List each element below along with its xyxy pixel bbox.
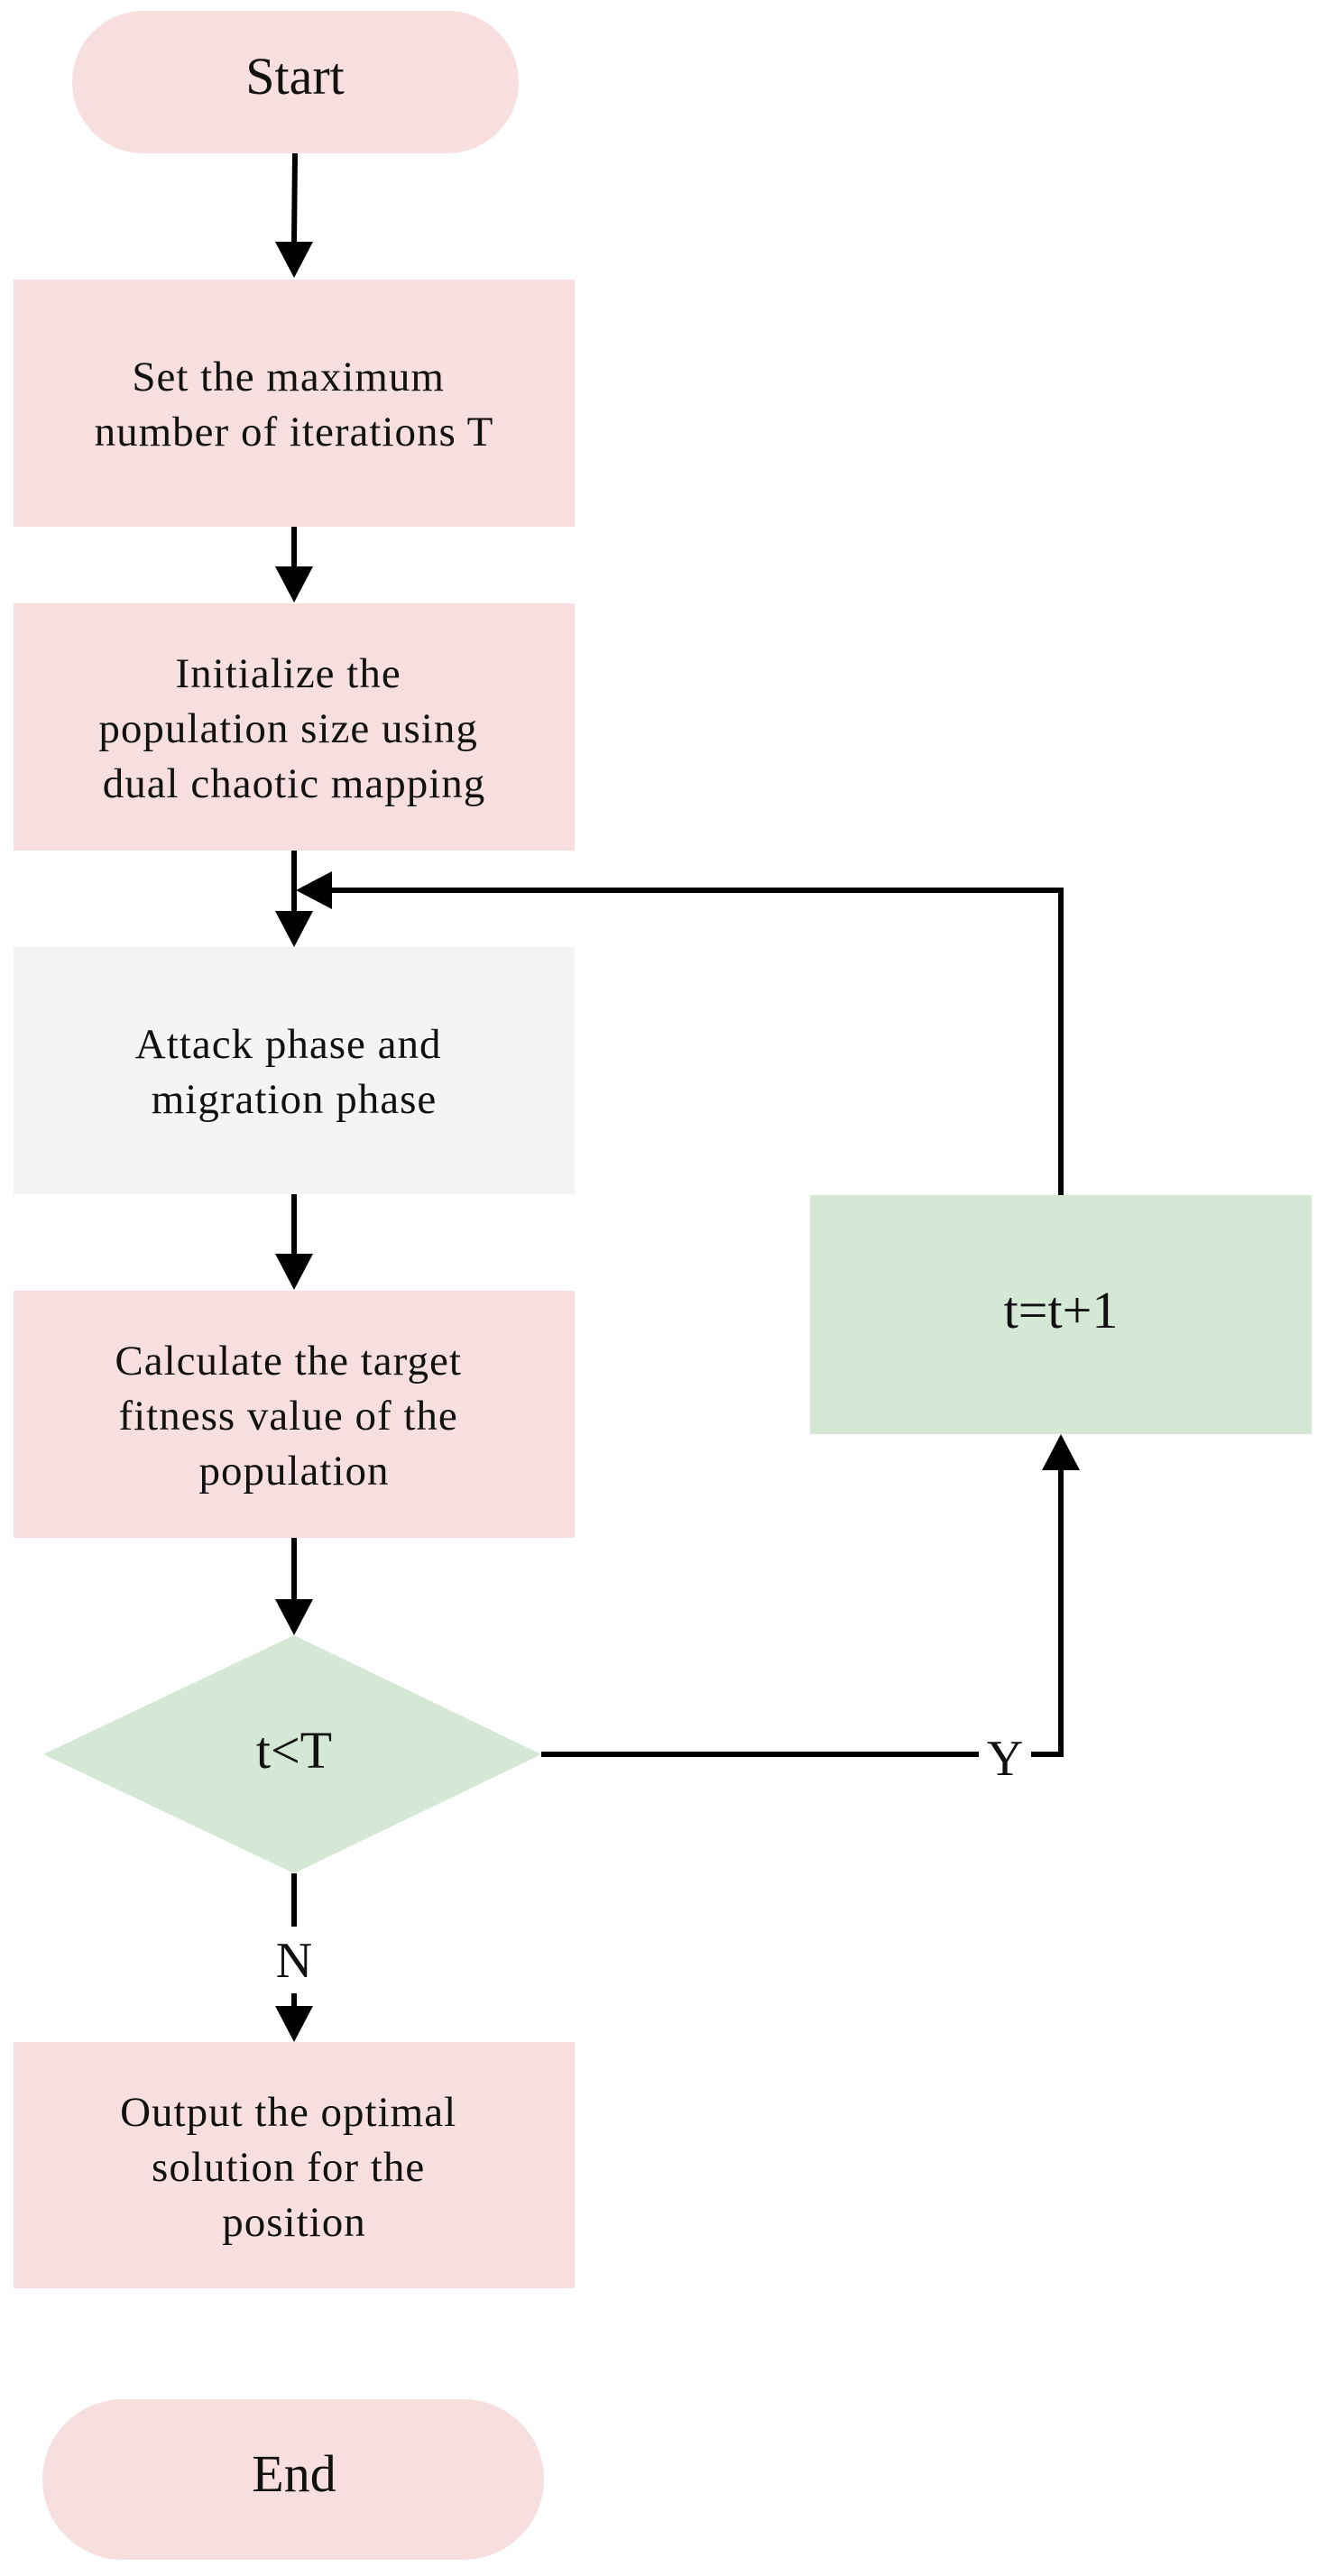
- node-calculate-fitness: Calculate the target fitness value of th…: [14, 1291, 575, 1538]
- arrowhead-decision-to-output: [275, 2006, 313, 2042]
- decision-diamond: [43, 1635, 541, 1873]
- no-label: N: [276, 1933, 312, 1989]
- end-label: End: [252, 2444, 336, 2503]
- node-initialize: Initialize the population size using dua…: [14, 603, 575, 851]
- increment-label: t=t+1: [1004, 1281, 1119, 1339]
- set-iterations-box: [14, 280, 575, 527]
- arrowhead-set-to-initialize: [275, 566, 313, 603]
- node-start: Start: [72, 11, 519, 153]
- arrowhead-attack-to-calculate: [275, 1254, 313, 1290]
- edge-start-to-set: [291, 152, 298, 243]
- calculate-fitness-label: Calculate the target fitness value of th…: [115, 1338, 473, 1495]
- start-label: Start: [245, 47, 345, 106]
- initialize-box: [14, 603, 575, 851]
- output-box: [14, 2042, 575, 2288]
- node-increment: t=t+1: [810, 1195, 1312, 1434]
- initialize-label: Initialize the population size using dua…: [98, 650, 489, 807]
- yes-label: Y: [987, 1731, 1023, 1787]
- node-output: Output the optimal solution for the posi…: [14, 2042, 575, 2288]
- node-decision: t<T: [43, 1635, 541, 1873]
- set-iterations-label: Set the maximum number of iterations T: [95, 354, 494, 455]
- arrowhead-initialize-to-attack: [275, 911, 313, 947]
- output-label: Output the optimal solution for the posi…: [120, 2089, 468, 2246]
- edges: N Y: [275, 152, 1080, 2042]
- arrowhead-start-to-set: [275, 242, 313, 278]
- start-terminal-shape: [72, 11, 519, 153]
- calculate-fitness-box: [14, 1291, 575, 1538]
- arrowhead-yes-to-increment: [1042, 1434, 1080, 1470]
- node-set-iterations: Set the maximum number of iterations T: [14, 280, 575, 527]
- increment-box: [810, 1195, 1312, 1434]
- node-attack-migration: Attack phase and migration phase: [14, 947, 575, 1194]
- end-terminal-shape: [42, 2399, 544, 2560]
- attack-migration-box: [14, 947, 575, 1194]
- arrowhead-calculate-to-decision: [275, 1599, 313, 1635]
- arrowhead-loop-back: [296, 871, 332, 909]
- node-end: End: [42, 2399, 544, 2560]
- decision-label: t<T: [256, 1721, 332, 1780]
- attack-migration-label: Attack phase and migration phase: [135, 1021, 453, 1123]
